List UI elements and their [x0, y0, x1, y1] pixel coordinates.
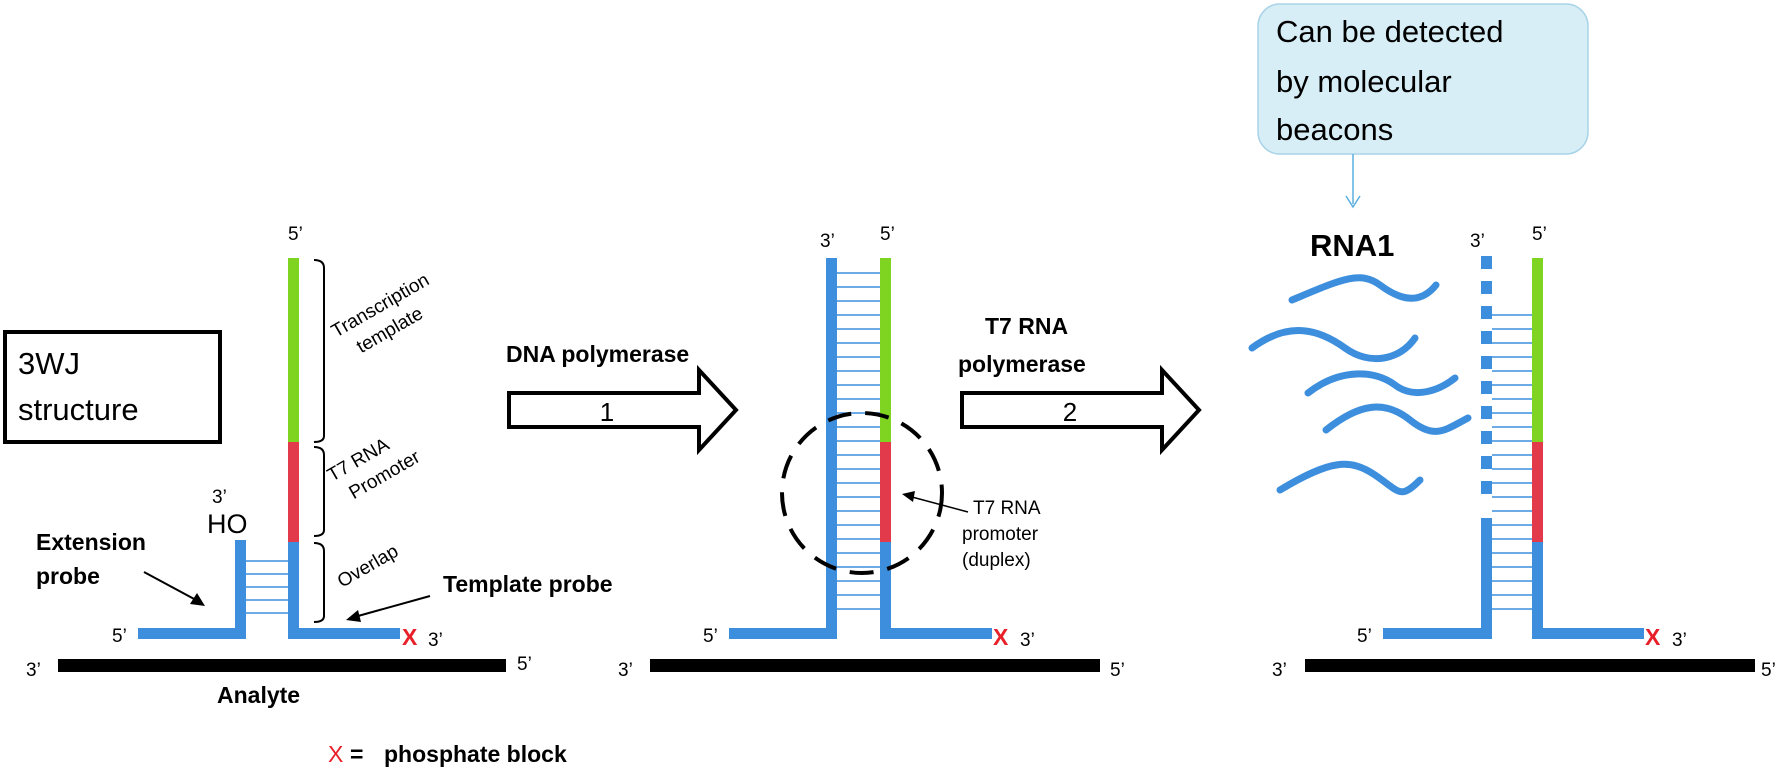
template-probe-3-prime: 3’ — [428, 630, 443, 651]
analyte-strand-3 — [1305, 659, 1755, 672]
analyte-3-prime-3: 3’ — [1272, 660, 1287, 681]
template-probe-base-3 — [1532, 628, 1644, 639]
extended-probe-base — [729, 628, 837, 639]
extension-probe-label-line1: Extension — [36, 529, 146, 555]
template-green-segment-2 — [880, 258, 891, 442]
rna-transcripts — [1248, 274, 1472, 496]
rna-transcript — [1248, 327, 1419, 363]
template-probe-pointer — [357, 595, 431, 617]
template-blue-segment-2 — [880, 542, 891, 639]
detection-callout-line1: Can be detected — [1276, 14, 1504, 49]
extension-probe-pointer — [143, 571, 197, 601]
template-probe-3-prime-3: 3’ — [1672, 630, 1687, 651]
template-red-segment-3 — [1532, 442, 1543, 542]
extended-probe-3-prime: 3’ — [820, 231, 835, 252]
analyte-5-prime: 5’ — [517, 654, 532, 675]
template-probe-5-prime-3: 5’ — [1532, 224, 1547, 245]
dna-polymerase-label: DNA polymerase — [506, 341, 689, 367]
overlap-label: Overlap — [334, 541, 402, 592]
step-1-arrow-group: DNA polymerase 1 — [506, 341, 739, 456]
template-green-segment-3 — [1532, 258, 1543, 442]
transcription-template-segment — [288, 258, 299, 442]
promoter-pointer-head — [902, 491, 915, 502]
template-probe-base — [288, 628, 400, 639]
rna-transcript — [1276, 460, 1424, 496]
step-2-arrow — [960, 364, 1202, 456]
extended-probe-5-prime: 5’ — [703, 626, 718, 647]
phosphate-block-x-2: X — [993, 624, 1009, 650]
detection-callout — [1257, 3, 1589, 155]
template-probe-3-prime-2: 3’ — [1020, 630, 1035, 651]
structure-title-line2: structure — [18, 392, 139, 427]
extended-probe-5-prime-3: 5’ — [1357, 626, 1372, 647]
extended-probe-base-3 — [1383, 628, 1491, 639]
panel-3wj-structure: 3WJ structure 3’ 5’ Analyte 5’ 3’ HO 5’ … — [3, 224, 613, 708]
analyte-strand-2 — [650, 659, 1100, 672]
step-2-arrow-group: T7 RNA polymerase 2 — [958, 313, 1202, 456]
duplex-base-pairs — [837, 272, 880, 610]
analyte-3-prime: 3’ — [26, 660, 41, 681]
extension-probe-base — [138, 628, 246, 639]
extension-probe-3-prime: 3’ — [212, 487, 227, 508]
analyte-5-prime-3: 5’ — [1761, 660, 1776, 681]
analyte-5-prime-2: 5’ — [1110, 660, 1125, 681]
t7-rna-polymerase-label-line1: T7 RNA — [985, 313, 1068, 339]
extended-probe-stem — [826, 258, 837, 639]
ho-label: HO — [207, 509, 248, 539]
template-probe-pointer-head — [346, 610, 361, 622]
detection-callout-line3: beacons — [1276, 112, 1393, 147]
overlap-segment — [288, 542, 299, 639]
promoter-highlight-circle — [780, 411, 944, 575]
rna-transcript — [1304, 370, 1459, 397]
displaced-strand-dashes — [1481, 256, 1492, 494]
phosphate-block-x-3: X — [1645, 624, 1661, 650]
panel-transcription: Can be detected by molecular beacons RNA… — [1248, 3, 1776, 681]
t7-rna-polymerase-label-line2: polymerase — [958, 351, 1086, 377]
promoter-duplex-label-line2: promoter — [962, 524, 1039, 545]
extension-probe-stem — [235, 540, 246, 639]
template-probe-base-2 — [880, 628, 992, 639]
step-1-number: 1 — [600, 397, 614, 427]
step-2-number: 2 — [1063, 397, 1077, 427]
overlap-base-pairs — [246, 560, 288, 614]
callout-pointer-head — [1345, 195, 1361, 209]
panel-extended-duplex: 3’ 5’ 5’ 3’ 5’ X 3’ — [618, 224, 1125, 681]
structure-title-box — [3, 330, 222, 444]
legend-equals: = — [350, 741, 363, 767]
analyte-strand — [58, 659, 506, 672]
duplex-base-pairs-3 — [1492, 314, 1532, 610]
template-probe-5-prime-2: 5’ — [880, 224, 895, 245]
promoter-duplex-label-line3: (duplex) — [962, 550, 1031, 571]
template-blue-segment-3 — [1532, 542, 1543, 639]
rna-transcript — [1322, 403, 1472, 435]
structure-title-line1: 3WJ — [18, 346, 80, 381]
extension-probe-5-prime: 5’ — [112, 626, 127, 647]
extension-probe-pointer-head — [190, 593, 205, 606]
rna1-label: RNA1 — [1310, 228, 1394, 263]
segment-brackets — [313, 259, 325, 623]
t7-promoter-segment — [288, 442, 299, 542]
extension-probe-label-line2: probe — [36, 563, 100, 589]
legend-text: phosphate block — [384, 741, 567, 767]
detection-callout-line2: by molecular — [1276, 64, 1452, 99]
extended-probe-3-prime-3: 3’ — [1470, 231, 1485, 252]
promoter-duplex-label-line1: T7 RNA — [973, 498, 1041, 519]
promoter-pointer — [911, 496, 969, 513]
phosphate-block-x: X — [402, 624, 418, 650]
rna-transcript — [1288, 274, 1440, 304]
legend: X = phosphate block — [328, 741, 567, 767]
extended-probe-stem-3 — [1481, 518, 1492, 639]
step-1-arrow — [507, 364, 739, 456]
legend-x-symbol: X — [328, 741, 343, 767]
analyte-label: Analyte — [217, 682, 300, 708]
template-probe-label: Template probe — [443, 571, 613, 597]
template-probe-5-prime: 5’ — [288, 224, 303, 245]
analyte-3-prime-2: 3’ — [618, 660, 633, 681]
template-red-segment-2 — [880, 442, 891, 542]
